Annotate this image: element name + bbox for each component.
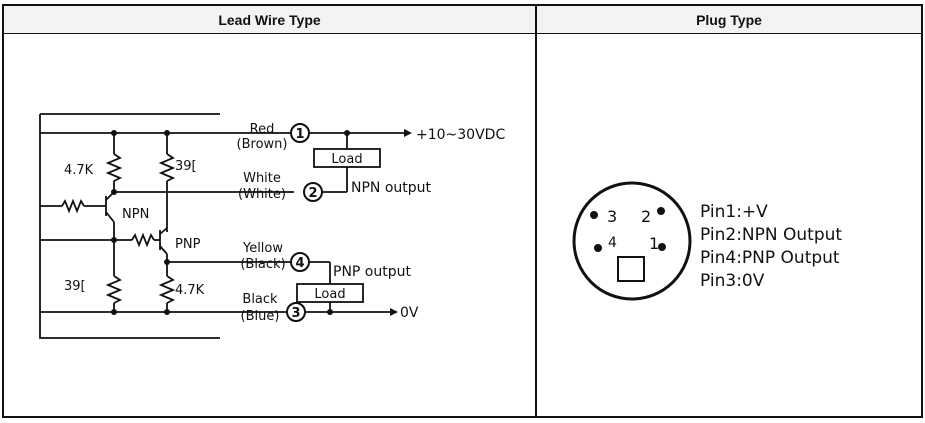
pin-2-dot <box>657 207 665 215</box>
npn-output-label: NPN output <box>351 180 432 196</box>
pin-3-badge: 3 <box>286 302 306 322</box>
npn-transistor-label: NPN <box>122 207 149 222</box>
plug-type-panel: Plug Type 3 2 4 1 Pin1:+V Pin2:NPN Outpu… <box>535 4 923 418</box>
wire-white-sub-label: (White) <box>238 187 286 202</box>
svg-text:2: 2 <box>308 186 317 201</box>
pin-3-dot <box>590 211 598 219</box>
connector-key <box>617 256 645 282</box>
wire-red-sub-label: (Brown) <box>237 137 288 152</box>
lead-wire-panel: Lead Wire Type <box>2 4 537 418</box>
pin-number-4: 4 <box>608 235 617 251</box>
pin-3-description: Pin3:0V <box>700 271 765 291</box>
pin-number-2: 2 <box>641 207 651 226</box>
svg-text:3: 3 <box>291 306 300 321</box>
pin-2-description: Pin2:NPN Output <box>700 225 842 245</box>
resistor-39-top-label: 39[ <box>175 159 197 174</box>
resistor-4-7k-bottom-label: 4.7K <box>175 283 205 298</box>
plug-type-header: Plug Type <box>537 6 921 34</box>
zero-volt-label: 0V <box>400 305 419 321</box>
svg-text:1: 1 <box>295 127 304 142</box>
wire-yellow-sub-label: (Black) <box>240 257 285 272</box>
pin-4-badge: 4 <box>290 252 310 272</box>
pin-number-3: 3 <box>607 207 617 226</box>
supply-voltage-label: +10~30VDC <box>416 127 505 143</box>
plug-connector-diagram: 3 2 4 1 Pin1:+V Pin2:NPN Output Pin4:PNP… <box>572 181 842 301</box>
wire-yellow-label: Yellow <box>242 241 283 256</box>
resistor-4-7k-top-label: 4.7K <box>64 163 94 178</box>
pin-4-dot <box>594 244 602 252</box>
svg-text:4: 4 <box>295 256 304 271</box>
lead-wire-schematic: 1 2 4 3 Red (Brown) White (White) Yellow… <box>39 113 505 339</box>
pin-4-description: Pin4:PNP Output <box>700 248 840 268</box>
wire-black-label: Black <box>242 292 278 307</box>
pnp-transistor-label: PNP <box>175 237 201 252</box>
resistor-39-bottom-label: 39[ <box>64 279 86 294</box>
pin-1-dot <box>658 243 666 251</box>
load-label-bottom: Load <box>314 287 345 302</box>
load-label-top: Load <box>331 152 362 167</box>
wire-white-label: White <box>243 171 281 186</box>
pin-2-badge: 2 <box>303 182 323 202</box>
lead-wire-header: Lead Wire Type <box>4 6 535 34</box>
pin-number-1: 1 <box>649 234 659 253</box>
pin-1-badge: 1 <box>290 123 310 143</box>
wire-black-sub-label: (Blue) <box>241 309 280 324</box>
wire-red-label: Red <box>250 122 275 137</box>
pnp-output-label: PNP output <box>333 264 411 280</box>
pin-1-description: Pin1:+V <box>700 202 768 222</box>
